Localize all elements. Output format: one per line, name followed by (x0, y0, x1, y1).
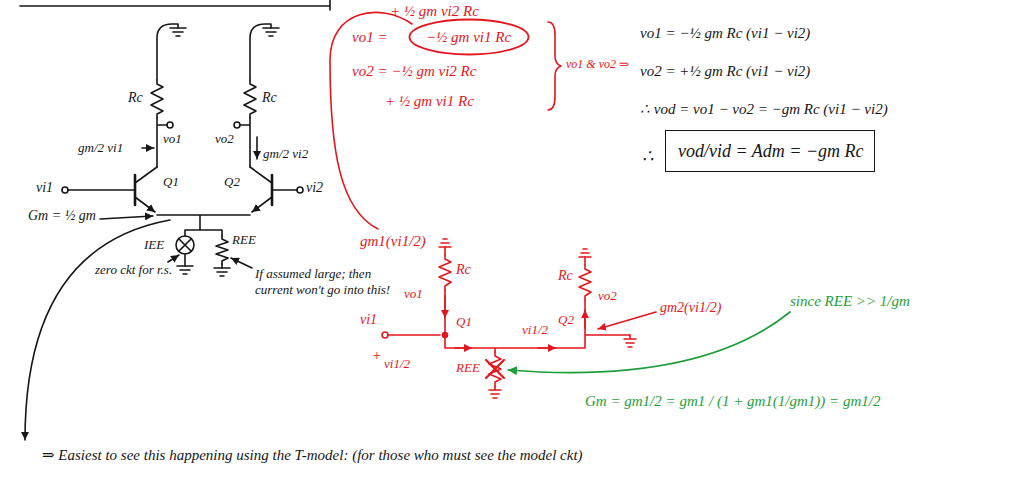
component-label: Rc (128, 90, 143, 107)
leader-arrow (168, 255, 179, 262)
text-holder: −½ gm vi1 Rc (426, 28, 511, 46)
signal-name: vi1 (36, 180, 53, 197)
component-label: Q2 (224, 174, 240, 190)
component-label: Q1 (163, 174, 179, 190)
leader-curve (330, 12, 412, 229)
input-terminal (62, 187, 68, 193)
ground-symbol (439, 239, 591, 257)
polarity-sign: + (372, 348, 381, 365)
ellipse-outline (410, 20, 529, 55)
junction-dot (443, 333, 448, 338)
green-note (508, 312, 790, 373)
signal-name: vi1/2 (522, 322, 548, 338)
ground-symbol (170, 28, 279, 36)
transistor-symbol (135, 167, 272, 183)
node-text: vod/vid = Adm = −gm Rc (678, 141, 864, 163)
therefore-sign: ∴ (642, 146, 653, 168)
output-terminal (234, 122, 240, 128)
input-terminal (297, 187, 303, 193)
component-label: Rc (558, 268, 573, 285)
transistor-symbol (135, 175, 272, 205)
equation: ∴ vod = vo1 − vo2 = −gm Rc (vi1 − vi2) (640, 100, 888, 118)
resistor-symbol (439, 255, 451, 290)
leader-arrow (598, 312, 656, 329)
leader-arrow (100, 216, 153, 219)
component-label: REE (232, 232, 256, 248)
equation: Gm = ½ gm (28, 208, 96, 225)
current-arrow (538, 347, 556, 349)
current-arrow (142, 147, 154, 149)
current-label: gm1(vi1/2) (360, 232, 426, 250)
equation: vo2 = −½ gm vi2 Rc (352, 62, 476, 80)
signal-name: vo2 (598, 288, 617, 304)
component-label: Rc (456, 262, 471, 279)
resistor-symbol (579, 265, 591, 300)
component-label: REE (456, 360, 480, 376)
emitter-arrow (135, 197, 155, 212)
equation: vo2 = +½ gm Rc (vi1 − vi2) (640, 62, 810, 80)
page-rule (20, 0, 330, 10)
note: If assumed large; then current won't go … (255, 266, 405, 297)
component-label: Rc (262, 90, 277, 107)
current-label: gm/2 vi1 (78, 140, 123, 156)
note: ⇒ Easiest to see this happening using th… (42, 446, 583, 464)
current-source-symbol (176, 236, 194, 254)
equation: + ½ gm vi2 Rc (390, 2, 479, 20)
ground-symbol (489, 335, 636, 398)
wire (68, 189, 297, 191)
note: zero ckt for r.s. (95, 262, 185, 278)
equation: Gm = gm1/2 = gm1 / (1 + gm1(1/gm1)) = gm… (585, 392, 880, 410)
note: since REE >> 1/gm (790, 292, 910, 310)
signal-name: vi2 (306, 180, 323, 197)
current-arrow (444, 296, 446, 318)
input-terminal (382, 332, 388, 338)
component-label: Q2 (558, 312, 574, 328)
node-text: −½ gm vi1 Rc (426, 28, 511, 46)
circled-expression: −½ gm vi1 Rc (408, 18, 530, 56)
brace (548, 22, 561, 110)
note: vo1 & vo2 ⇒ (566, 57, 629, 71)
equation: vo1 = −½ gm Rc (vi1 − vi2) (640, 24, 810, 42)
resistor-symbol (151, 80, 163, 118)
component-label: IEE (144, 237, 164, 253)
emitter-arrow (252, 197, 272, 212)
component-label: Q1 (456, 314, 472, 330)
current-label: gm2(vi1/2) (660, 300, 721, 317)
ground-symbol (177, 266, 230, 276)
output-terminal (167, 122, 173, 128)
signal-name: vi1 (360, 312, 377, 329)
current-arrow (584, 310, 586, 328)
current-arrow (455, 347, 472, 349)
wire (388, 290, 630, 390)
current-source-symbol (179, 239, 191, 251)
signal-name: vo1 (163, 131, 182, 147)
text-holder: vod/vid = Adm = −gm Rc (678, 141, 864, 163)
boxed-result: vod/vid = Adm = −gm Rc (665, 130, 875, 172)
leader-arrow (231, 258, 252, 268)
cross-out (486, 360, 504, 378)
differential-pair (20, 0, 330, 440)
resistor-symbol (244, 80, 256, 118)
wire (157, 118, 250, 167)
current-arrow (256, 137, 258, 159)
equation: vo1 = (352, 28, 388, 46)
leader-arrow (25, 220, 170, 440)
leader-arrow (508, 312, 790, 373)
signal-name: vi1/2 (384, 356, 410, 372)
signal-name: vo1 (404, 286, 423, 302)
current-label: gm/2 vi2 (263, 146, 308, 162)
t-model (330, 12, 656, 398)
equation: + ½ gm vi1 Rc (385, 92, 474, 110)
signal-name: vo2 (215, 131, 234, 147)
resistor-symbol (216, 236, 228, 264)
